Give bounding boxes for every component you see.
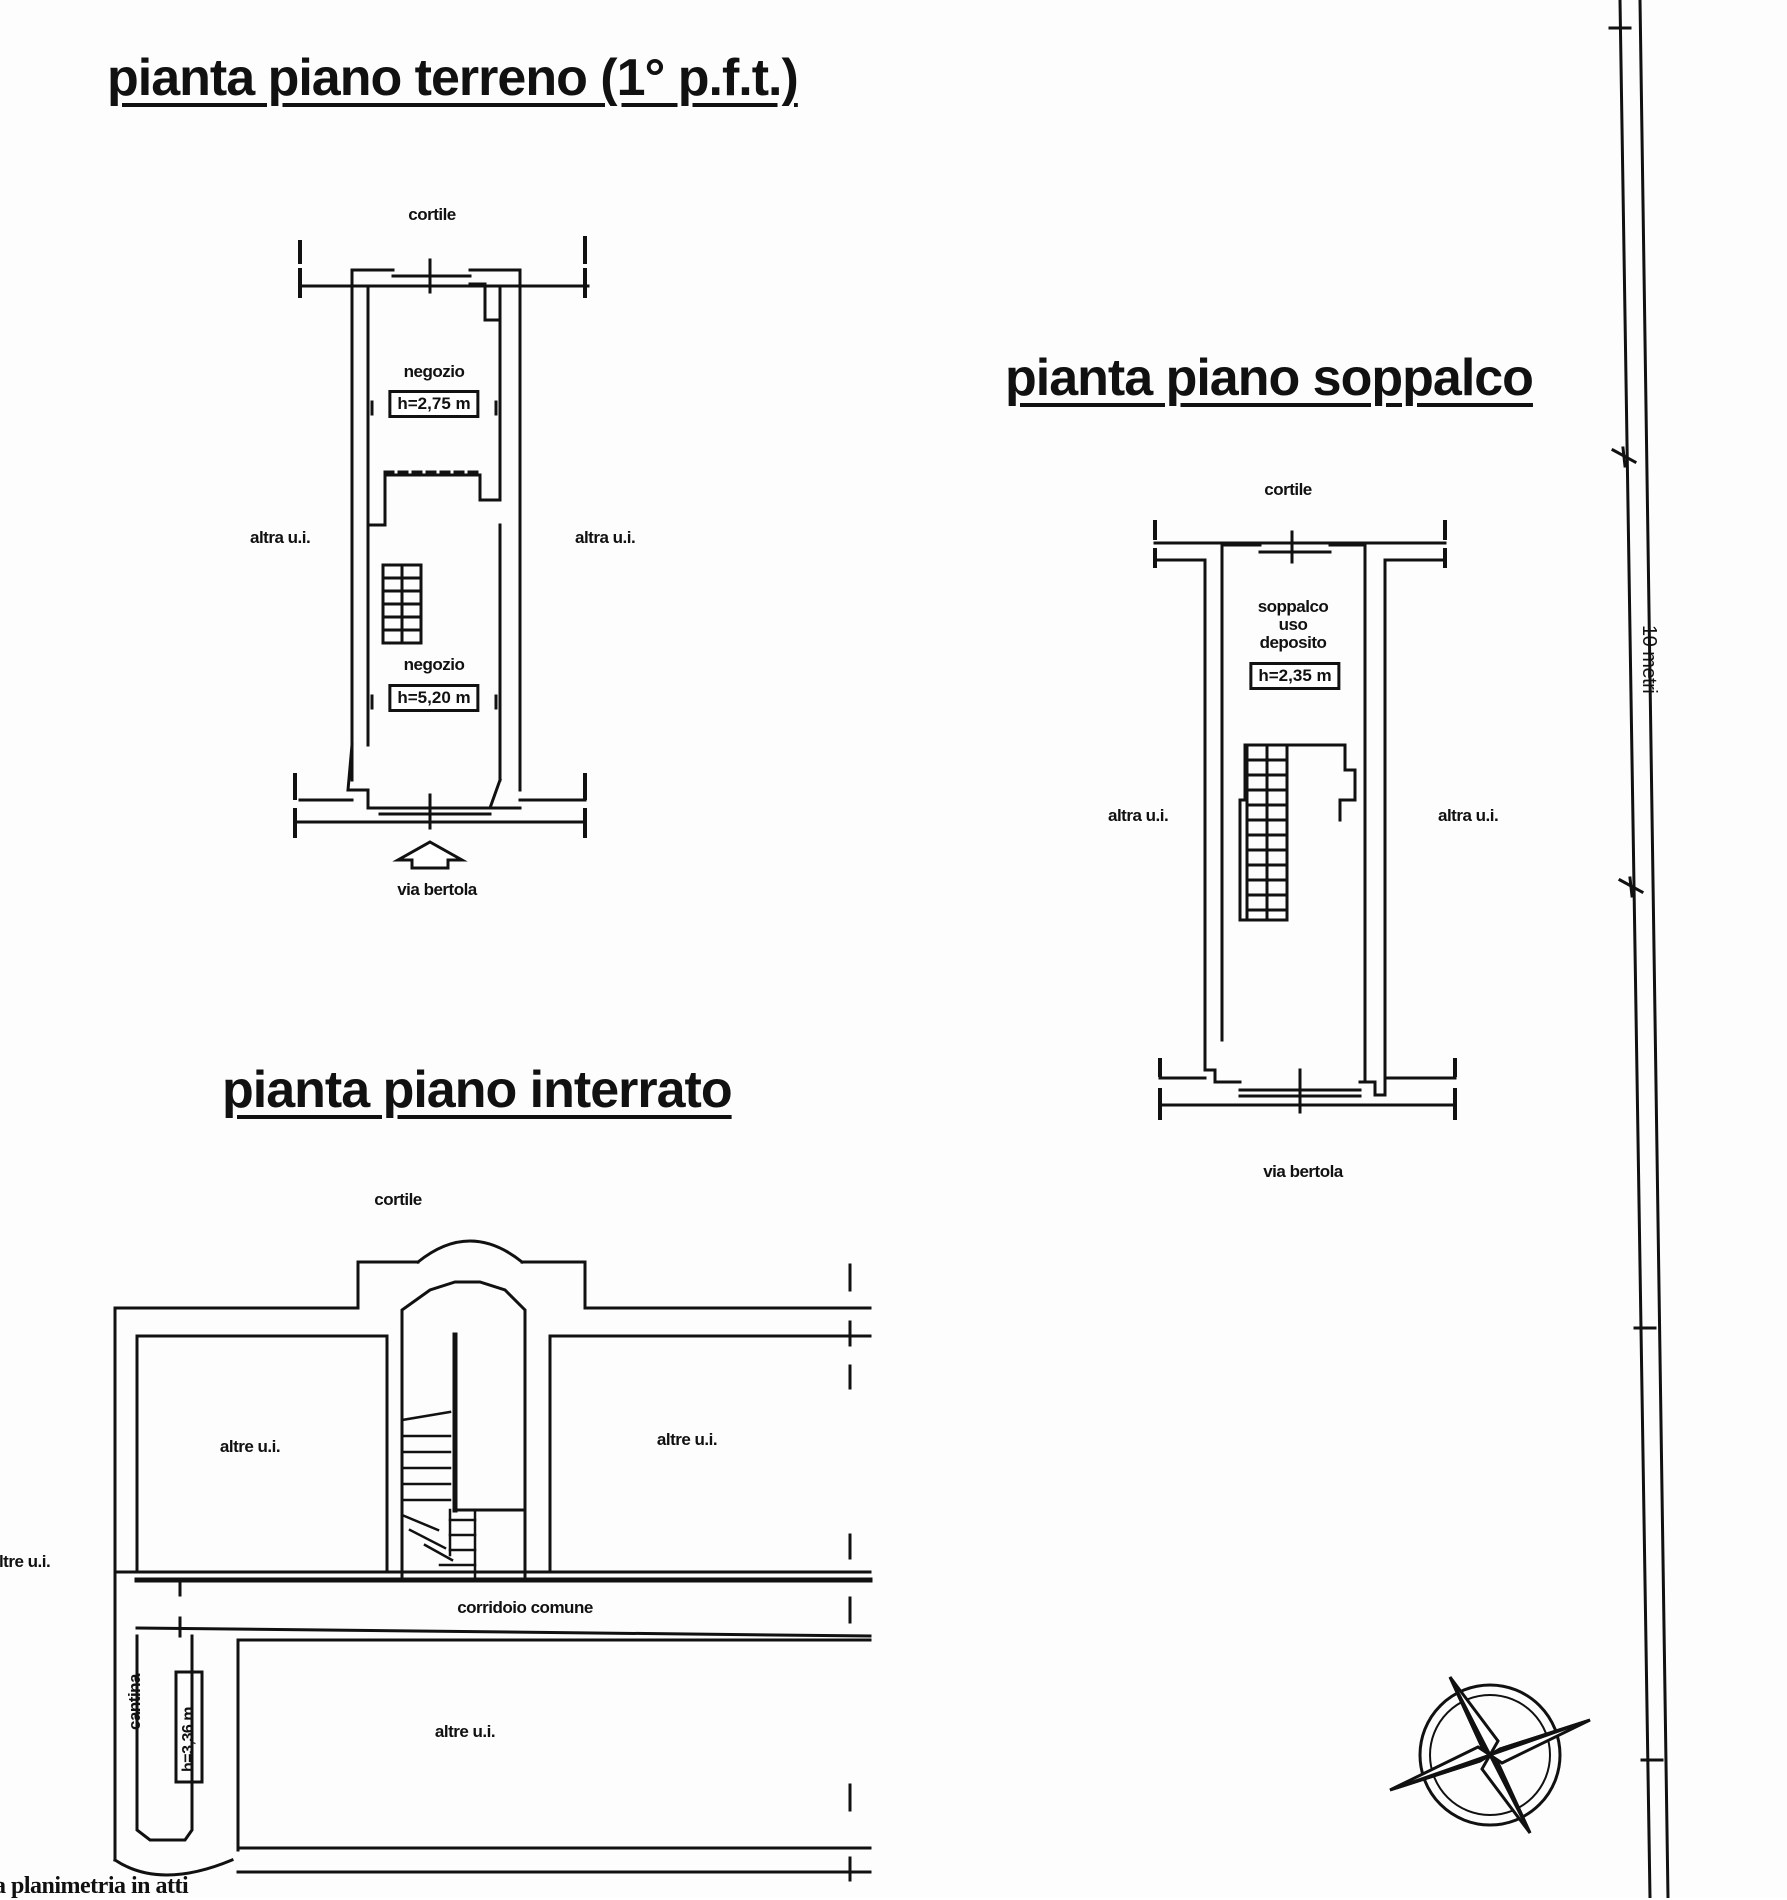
entrance-arrow-icon	[392, 840, 468, 870]
title-basement: pianta piano interrato	[222, 1061, 733, 1119]
basement-room-left: altre u.i.	[219, 1437, 281, 1456]
ground-bottom-label: via bertola	[397, 880, 477, 899]
basement-left-outside: altre u.i.	[0, 1552, 51, 1571]
compass-rose-icon	[1389, 1676, 1591, 1834]
scale-bar-label: 10 metri	[1638, 625, 1660, 694]
mezzanine-room-line2: uso	[1278, 615, 1308, 634]
ground-room2-height: h=5,20 m	[388, 684, 480, 712]
basement-room-bottom: altre u.i.	[434, 1722, 496, 1741]
basement-room-right: altre u.i.	[656, 1430, 718, 1449]
mezzanine-top-label: cortile	[1264, 480, 1312, 499]
ground-room1-name: negozio	[403, 362, 465, 381]
ground-top-label: cortile	[408, 205, 456, 224]
basement-cellar: cantina	[125, 1673, 144, 1730]
basement-top-label: cortile	[374, 1190, 422, 1209]
ground-right-label: altra u.i.	[575, 528, 636, 547]
basement-cellar-height: h=3,36 m	[180, 1707, 197, 1772]
title-mezzanine: pianta piano soppalco	[1005, 349, 1534, 407]
ground-room1-height: h=2,75 m	[388, 390, 480, 418]
mezzanine-room-height: h=2,35 m	[1249, 662, 1341, 690]
basement-corridor: corridoio comune	[457, 1598, 593, 1617]
mezzanine-right-label: altra u.i.	[1438, 806, 1499, 825]
footer-partial-text: a planimetria in atti	[0, 1873, 189, 1899]
mezzanine-room-line3: deposito	[1259, 633, 1327, 652]
ground-room2-name: negozio	[403, 655, 465, 674]
mezzanine-left-label: altra u.i.	[1108, 806, 1169, 825]
mezzanine-plan	[1153, 520, 1457, 1120]
ground-floor-plan	[293, 236, 590, 838]
ground-left-label: altra u.i.	[250, 528, 311, 547]
mezzanine-room-line1: soppalco	[1257, 597, 1329, 616]
title-ground-floor: pianta piano terreno (1° p.f.t.)	[107, 49, 799, 107]
scale-bar	[1608, 0, 1670, 1898]
basement-plan	[112, 1239, 873, 1882]
mezzanine-bottom-label: via bertola	[1263, 1162, 1343, 1181]
